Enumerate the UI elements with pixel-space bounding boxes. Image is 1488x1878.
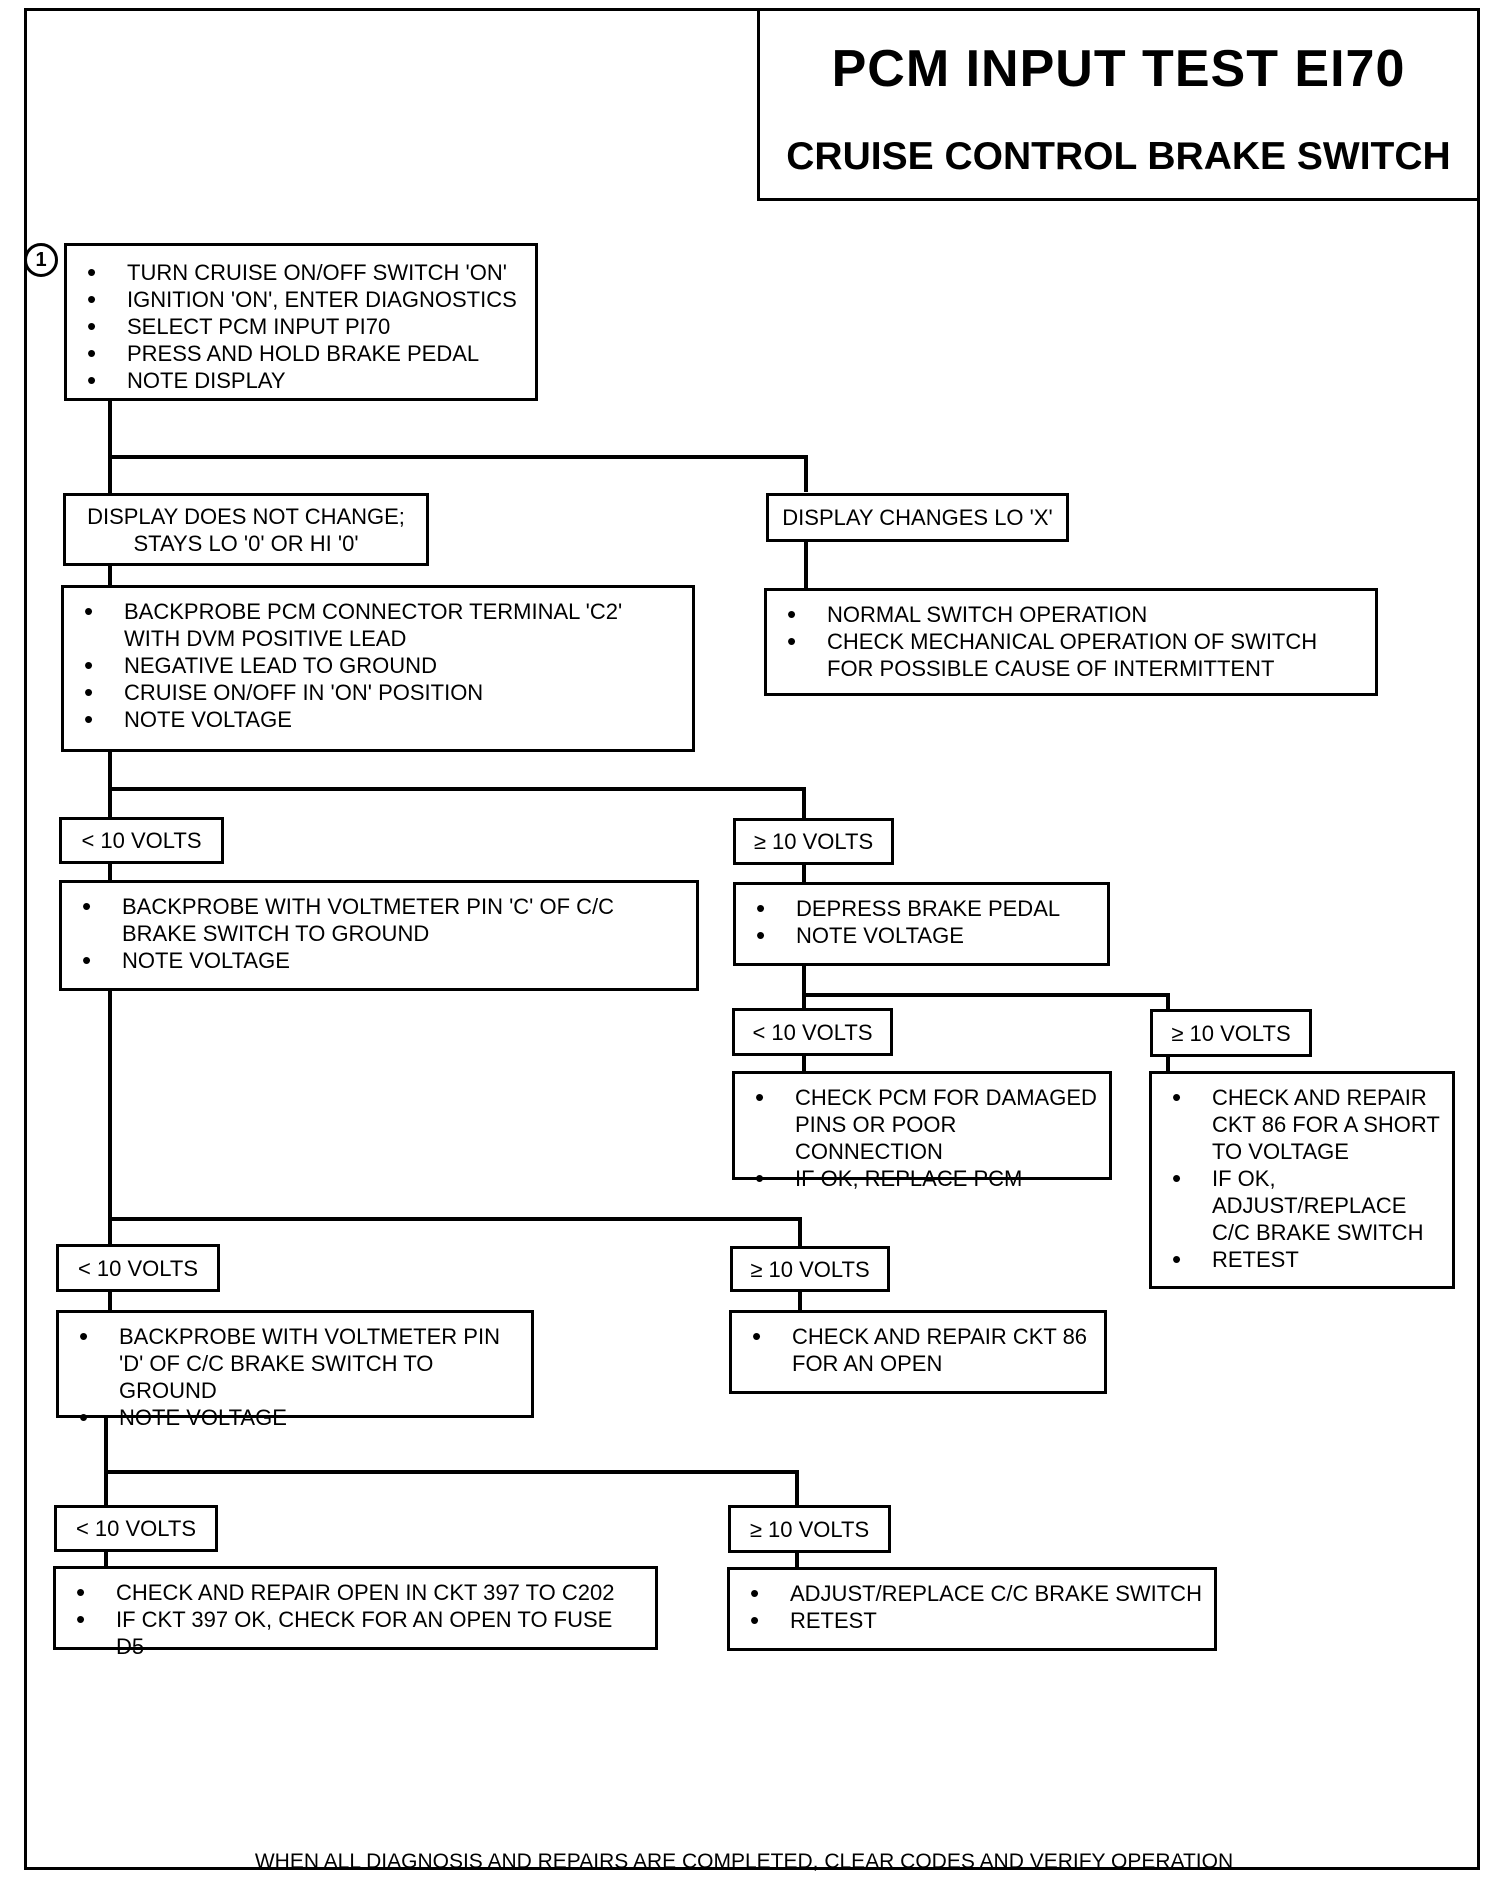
connector: [108, 400, 112, 457]
list-item: NORMAL SWITCH OPERATION: [787, 601, 1363, 628]
list-item: NEGATIVE LEAD TO GROUND: [84, 652, 680, 679]
list-item: BACKPROBE WITH VOLTMETER PIN 'D' OF C/C …: [79, 1323, 519, 1404]
connector: [802, 993, 1170, 997]
list-item: CHECK AND REPAIR OPEN IN CKT 397 TO C202: [76, 1579, 643, 1606]
list-item: IF OK, REPLACE PCM: [755, 1165, 1097, 1192]
lt10-volts-label: < 10 VOLTS: [56, 1244, 220, 1292]
page-subtitle: CRUISE CONTROL BRAKE SWITCH: [786, 135, 1451, 178]
title-block: PCM INPUT TEST EI70 CRUISE CONTROL BRAKE…: [757, 8, 1480, 201]
connector: [108, 455, 808, 459]
ge10-volts-label: ≥ 10 VOLTS: [733, 818, 894, 865]
list-item: IGNITION 'ON', ENTER DIAGNOSTICS: [87, 286, 523, 313]
list-item: SELECT PCM INPUT PI70: [87, 313, 523, 340]
connector: [802, 862, 806, 884]
connector: [108, 862, 112, 884]
check-ckt-397-box: CHECK AND REPAIR OPEN IN CKT 397 TO C202…: [53, 1566, 658, 1659]
list-item: PRESS AND HOLD BRAKE PEDAL: [87, 340, 523, 367]
connector: [804, 540, 808, 590]
connector: [804, 455, 808, 492]
list-item: ADJUST/REPLACE C/C BRAKE SWITCH: [750, 1580, 1202, 1607]
connector: [108, 988, 112, 1248]
connector: [108, 750, 112, 822]
step-number-marker: 1: [24, 243, 58, 277]
list-item: NOTE VOLTAGE: [79, 1404, 519, 1431]
connector: [108, 787, 806, 791]
list-item: CHECK AND REPAIR CKT 86 FOR A SHORT TO V…: [1172, 1084, 1440, 1165]
connector: [108, 565, 112, 585]
connector: [104, 1470, 799, 1474]
list-item: IF OK, ADJUST/REPLACE C/C BRAKE SWITCH: [1172, 1165, 1440, 1246]
list-item: RETEST: [1172, 1246, 1440, 1273]
lt10-volts-label: < 10 VOLTS: [732, 1008, 893, 1056]
list-item: NOTE VOLTAGE: [756, 922, 1095, 949]
list-item: CHECK PCM FOR DAMAGED PINS OR POOR CONNE…: [755, 1084, 1097, 1165]
connector: [1166, 993, 1170, 1011]
connector: [802, 787, 806, 823]
check-short-box: CHECK AND REPAIR CKT 86 FOR A SHORT TO V…: [1149, 1071, 1455, 1289]
connector: [802, 963, 806, 1013]
connector: [104, 1415, 108, 1507]
connector: [795, 1545, 799, 1569]
connector: [1166, 1055, 1170, 1073]
backprobe-pin-c-box: BACKPROBE WITH VOLTMETER PIN 'C' OF C/C …: [59, 880, 699, 991]
page-frame: [24, 8, 1480, 1870]
list-item: NOTE DISPLAY: [87, 367, 523, 394]
display-changes-label: DISPLAY CHANGES LO 'X': [766, 493, 1069, 542]
lt10-volts-label: < 10 VOLTS: [59, 817, 224, 864]
backprobe-pcm-box: BACKPROBE PCM CONNECTOR TERMINAL 'C2' WI…: [61, 585, 695, 752]
depress-pedal-box: DEPRESS BRAKE PEDAL NOTE VOLTAGE: [733, 882, 1110, 966]
ge10-volts-label: ≥ 10 VOLTS: [730, 1246, 890, 1292]
adjust-replace-box: ADJUST/REPLACE C/C BRAKE SWITCH RETEST: [727, 1567, 1217, 1651]
normal-operation-box: NORMAL SWITCH OPERATION CHECK MECHANICAL…: [764, 588, 1378, 696]
connector: [798, 1290, 802, 1312]
list-item: BACKPROBE PCM CONNECTOR TERMINAL 'C2' WI…: [84, 598, 680, 652]
ge10-volts-label: ≥ 10 VOLTS: [728, 1505, 891, 1553]
connector: [798, 1217, 802, 1247]
list-item: IF CKT 397 OK, CHECK FOR AN OPEN TO FUSE…: [76, 1606, 643, 1660]
ge10-volts-label: ≥ 10 VOLTS: [1150, 1009, 1312, 1057]
connector: [108, 1290, 112, 1312]
list-item: CHECK AND REPAIR CKT 86 FOR AN OPEN: [752, 1323, 1092, 1377]
list-item: RETEST: [750, 1607, 1202, 1634]
page-title: PCM INPUT TEST EI70: [831, 40, 1406, 98]
display-no-change-label: DISPLAY DOES NOT CHANGE; STAYS LO '0' OR…: [63, 493, 429, 566]
list-item: DEPRESS BRAKE PEDAL: [756, 895, 1095, 922]
backprobe-pin-d-box: BACKPROBE WITH VOLTMETER PIN 'D' OF C/C …: [56, 1310, 534, 1431]
list-item: CRUISE ON/OFF IN 'ON' POSITION: [84, 679, 680, 706]
lt10-volts-label: < 10 VOLTS: [54, 1505, 218, 1552]
connector: [795, 1470, 799, 1508]
step-start-box: TURN CRUISE ON/OFF SWITCH 'ON' IGNITION …: [64, 243, 538, 401]
footer-note: WHEN ALL DIAGNOSIS AND REPAIRS ARE COMPL…: [254, 1850, 1234, 1873]
connector: [108, 455, 112, 495]
connector: [104, 1545, 108, 1569]
list-item: NOTE VOLTAGE: [82, 947, 684, 974]
list-item: TURN CRUISE ON/OFF SWITCH 'ON': [87, 259, 523, 286]
list-item: BACKPROBE WITH VOLTMETER PIN 'C' OF C/C …: [82, 893, 684, 947]
connector: [108, 1217, 802, 1221]
list-item: CHECK MECHANICAL OPERATION OF SWITCH FOR…: [787, 628, 1363, 682]
connector: [802, 1055, 806, 1073]
check-pcm-box: CHECK PCM FOR DAMAGED PINS OR POOR CONNE…: [732, 1071, 1112, 1192]
check-open-86-box: CHECK AND REPAIR CKT 86 FOR AN OPEN: [729, 1310, 1107, 1394]
list-item: NOTE VOLTAGE: [84, 706, 680, 733]
